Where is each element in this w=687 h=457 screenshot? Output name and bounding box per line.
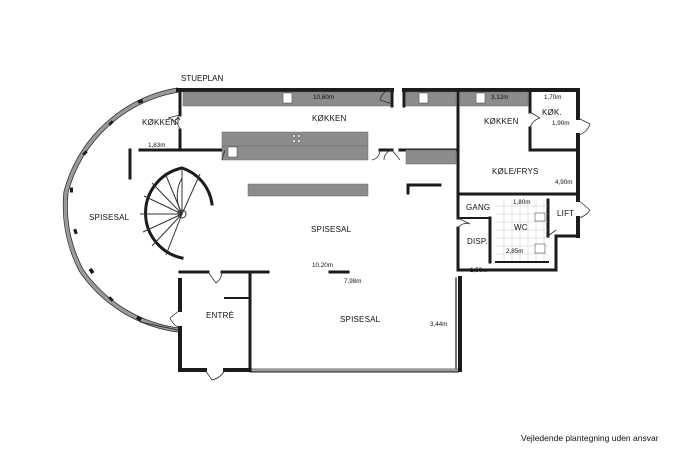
room-label-dining-round: SPISESAL (89, 213, 130, 222)
room-label-wc: WC (514, 223, 528, 232)
room-label-dining-lower: SPISESAL (340, 315, 381, 324)
kitchen-fixtures (227, 92, 486, 158)
dim-dining-lower-depth: 3,44m (430, 321, 448, 328)
room-label-lift: LIFT (557, 209, 574, 218)
curved-glass-facade (62, 87, 179, 333)
dim-wc-depth: 2,85m (506, 248, 524, 255)
room-label-entrance: ENTRÉ (206, 311, 234, 320)
doors (167, 89, 591, 381)
exterior-walls (176, 88, 580, 373)
dim-dining-width: 10,20m (312, 262, 333, 269)
interior-walls (128, 88, 580, 372)
dim-kitchen-width: 10,60m (313, 94, 334, 101)
plan-title: STUEPLAN (181, 74, 223, 83)
dim-kitchen-right-width: 3,12m (491, 94, 509, 101)
dim-kitchen-small-width: 1,70m (544, 94, 562, 101)
dim-kitchen-left-depth: 1,83m (148, 142, 166, 149)
room-label-kitchen-small: KØK. (542, 108, 562, 117)
room-label-cold-storage: KØLE/FRYS (492, 167, 539, 176)
room-label-dining-center: SPISESAL (311, 225, 352, 234)
disclaimer-text: Vejledende plantegning uden ansvar (521, 433, 659, 443)
dim-cold-storage-depth: 4,90m (555, 179, 573, 186)
spiral-staircase (140, 166, 214, 260)
wc-tiles (495, 200, 549, 263)
room-label-disp: DISP. (467, 237, 488, 246)
dim-disp-width: 1,50m (470, 267, 488, 274)
room-label-kitchen-right: KØKKEN (484, 117, 519, 126)
dim-kitchen-small-depth: 1,90m (552, 120, 570, 127)
room-label-kitchen-main: KØKKEN (312, 114, 347, 123)
dim-dining-depth: 7,98m (344, 278, 362, 285)
room-label-kitchen-left: KØKKEN (142, 118, 177, 127)
room-label-corridor: GANG (466, 203, 490, 212)
kitchen-marker (175, 116, 181, 124)
kitchen-counters (182, 91, 529, 197)
dim-corridor-width: 1,80m (513, 199, 531, 206)
